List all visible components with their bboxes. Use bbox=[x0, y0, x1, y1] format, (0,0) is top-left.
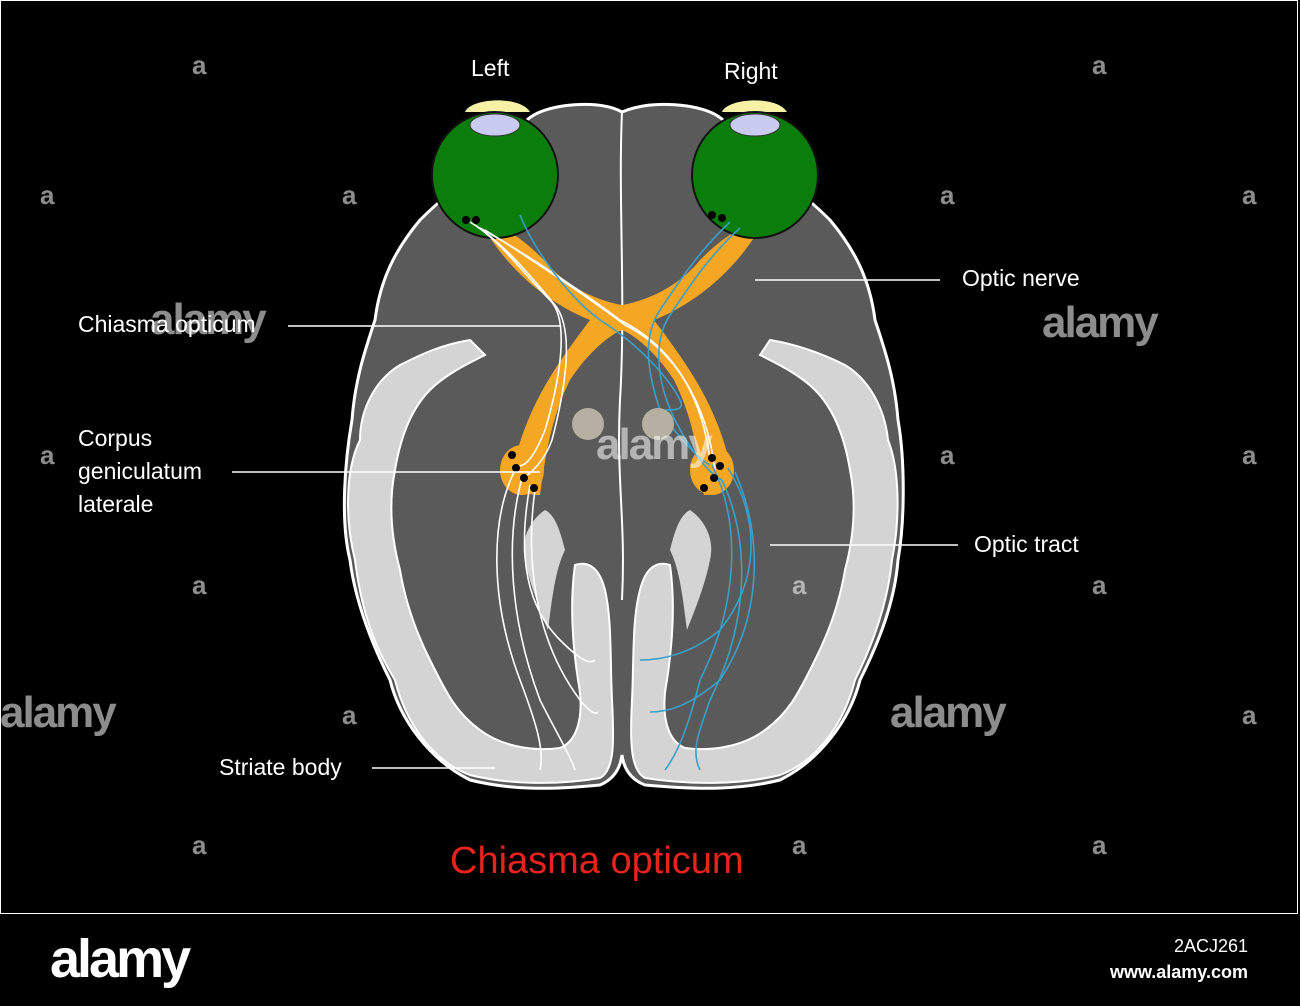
label-optic-nerve: Optic nerve bbox=[962, 265, 1080, 291]
watermark-letter: a bbox=[1092, 50, 1107, 80]
watermark-letter: a bbox=[192, 570, 207, 600]
right-cortex bbox=[630, 338, 899, 784]
watermark-word: alamy bbox=[150, 295, 267, 344]
left-pretectal-nucleus bbox=[572, 408, 604, 440]
right-pretectal-nucleus bbox=[642, 408, 674, 440]
watermark-letter: a bbox=[1092, 830, 1107, 860]
watermark-letter: a bbox=[40, 440, 55, 470]
label-left: Left bbox=[471, 55, 510, 81]
footer-logo: alamy bbox=[50, 929, 191, 989]
watermark-word: alamy bbox=[0, 688, 117, 737]
optic-chiasm bbox=[480, 220, 764, 495]
right-eye-fibers bbox=[519, 214, 756, 771]
watermark-letter: a bbox=[342, 700, 357, 730]
watermark-word: alamy bbox=[890, 688, 1007, 737]
label-corpus-geniculatum: Corpus geniculatum laterale bbox=[78, 425, 203, 517]
brain-midline bbox=[618, 111, 624, 601]
label-chiasma-opticum: Chiasma opticum bbox=[78, 311, 256, 337]
footer-url[interactable]: www.alamy.com bbox=[1109, 962, 1248, 982]
watermark-letter: a bbox=[40, 180, 55, 210]
watermark-letter: a bbox=[940, 180, 955, 210]
label-optic-tract: Optic tract bbox=[974, 531, 1079, 557]
right-ventricle bbox=[670, 510, 712, 630]
label-striate-body: Striate body bbox=[219, 754, 342, 780]
optic-pathway-diagram bbox=[232, 100, 958, 790]
watermark-letter: a bbox=[192, 50, 207, 80]
watermark-letter: a bbox=[792, 830, 807, 860]
watermark-letter: a bbox=[192, 830, 207, 860]
footer-bar: alamy 2ACJ261 www.alamy.com bbox=[0, 916, 1300, 1006]
watermark-letter: a bbox=[1242, 180, 1257, 210]
watermark-letter: a bbox=[1242, 700, 1257, 730]
watermark-word: alamy bbox=[596, 420, 713, 469]
geniculate-dots bbox=[508, 451, 724, 492]
watermark-letter: a bbox=[1242, 440, 1257, 470]
left-cortex bbox=[347, 338, 615, 784]
right-eye bbox=[691, 100, 819, 239]
left-eye bbox=[431, 100, 559, 239]
left-ventricle bbox=[523, 510, 565, 630]
watermark-letter: a bbox=[1092, 570, 1107, 600]
footer-image-id: 2ACJ261 bbox=[1173, 936, 1248, 956]
left-eye-fibers bbox=[469, 221, 716, 771]
label-right: Right bbox=[724, 58, 778, 84]
watermark-letter: a bbox=[342, 180, 357, 210]
watermark-letter: a bbox=[792, 570, 807, 600]
watermark-letter: a bbox=[940, 440, 955, 470]
diagram-title: Chiasma opticum bbox=[450, 840, 744, 882]
watermark-word: alamy bbox=[1042, 298, 1159, 347]
brain-outline bbox=[342, 103, 905, 790]
